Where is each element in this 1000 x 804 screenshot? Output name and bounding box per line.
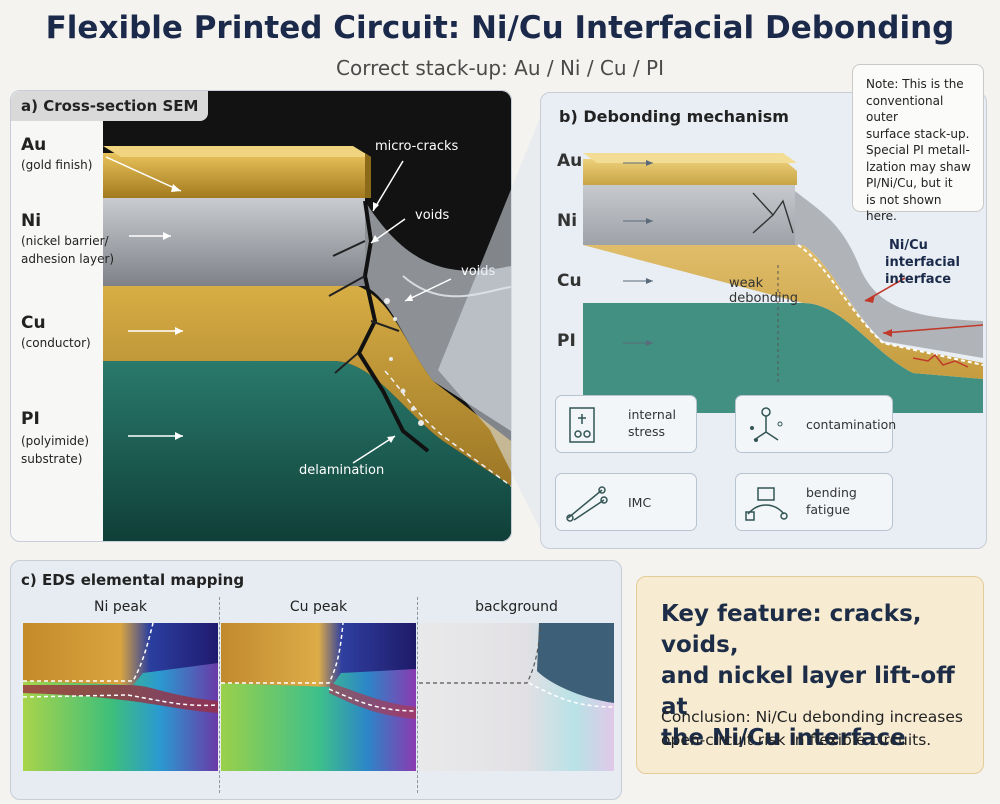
map-divider <box>219 597 220 793</box>
conclusion-text: Conclusion: Ni/Cu debonding increases op… <box>661 706 981 752</box>
eds-map-ni <box>23 623 218 771</box>
panel-b-title: b) Debonding mechanism <box>559 107 789 126</box>
key-line: Key feature: cracks, voids, <box>661 601 922 658</box>
map-label-background: background <box>475 599 558 615</box>
bending-icon <box>745 487 788 521</box>
factor-imc: IMC <box>555 473 697 531</box>
mechanism-diagram <box>583 153 983 413</box>
b-label-pi: PI <box>557 331 576 351</box>
layer-desc-ni-1: (nickel barrier/ <box>21 234 109 248</box>
factor-label-internal: internal <box>628 407 676 422</box>
layer-desc-au: (gold finish) <box>21 158 93 172</box>
factor-label-bending: bending <box>806 485 857 500</box>
page-title: Flexible Printed Circuit: Ni/Cu Interfac… <box>45 10 955 46</box>
interface-label-3: interface <box>885 272 952 287</box>
layer-label-pi: PI <box>21 409 40 429</box>
factor-label-contamination: contamination <box>806 417 897 432</box>
panel-c-title: c) EDS elemental mapping <box>21 571 245 589</box>
layer-label-ni: Ni <box>21 211 42 231</box>
note-line: lzation may shaw <box>866 159 971 174</box>
factor-internal-stress: internal stress <box>555 395 697 453</box>
note-line: Special PI metall- <box>866 143 970 157</box>
note-line: conventional outer <box>866 93 944 125</box>
page-subtitle: Correct stack-up: Au / Ni / Cu / PI <box>336 56 664 80</box>
factor-label-imc: IMC <box>628 495 652 510</box>
map-label-ni: Ni peak <box>94 599 147 615</box>
factor-contamination: contamination <box>735 395 897 453</box>
note-line: PI/Ni/Cu, but it <box>866 176 953 190</box>
map-label-cu: Cu peak <box>289 599 348 615</box>
zoom-connector <box>438 98 548 545</box>
factor-label-fatigue: fatigue <box>806 502 850 517</box>
note-line: surface stack-up. <box>866 126 970 141</box>
layer-label-au: Au <box>21 135 47 155</box>
eds-map-cu <box>221 623 416 771</box>
weak-debonding-label-2: debonding <box>729 291 799 306</box>
voids-annotation-1: voids <box>415 208 450 223</box>
layer-desc-cu: (conductor) <box>21 336 91 350</box>
panel-a-leader-arrows <box>105 156 182 240</box>
conclusion-line: Conclusion: Ni/Cu debonding increases <box>661 708 963 726</box>
imc-icon <box>566 486 608 522</box>
stress-icon <box>569 407 595 443</box>
map-divider <box>417 597 418 793</box>
cross-section-panel: micro-cracks voids voids delamination a)… <box>10 90 512 542</box>
microcracks-annotation: micro-cracks <box>375 139 459 154</box>
note-line: is not shown here. <box>866 192 942 224</box>
b-label-au: Au <box>557 151 583 171</box>
layer-desc-ni-2: adhesion layer) <box>21 252 115 266</box>
note-line: Note: This is the <box>866 77 964 91</box>
interface-label-1: Ni/Cu <box>889 238 928 253</box>
weak-debonding-label-1: weak <box>729 276 764 291</box>
note-box: Note: This is the conventional outer sur… <box>852 64 984 223</box>
eds-mapping-panel: c) EDS elemental mapping Ni peak Cu peak… <box>10 560 622 800</box>
delamination-annotation: delamination <box>299 463 385 478</box>
key-line: the Ni/Cu interface <box>661 725 906 751</box>
interface-label-2: interfacial <box>885 255 960 270</box>
factor-bending-fatigue: bending fatigue <box>735 473 893 531</box>
eds-map-background <box>419 623 614 771</box>
key-feature-text: Key feature: cracks, voids, and nickel l… <box>661 599 971 754</box>
layer-desc-pi-1: (polyimide) <box>21 434 90 448</box>
mechanism-panel: b) Debonding mechanism Au Ni Cu PI weak … <box>540 92 987 549</box>
layer-desc-pi-2: substrate) <box>21 452 83 466</box>
factor-label-stress: stress <box>628 424 665 439</box>
contamination-icon <box>750 407 783 442</box>
sem-image: micro-cracks voids voids delamination <box>103 91 511 541</box>
b-label-cu: Cu <box>557 271 582 291</box>
key-line: and nickel layer lift-off at <box>661 663 955 720</box>
conclusion-line: open-circuit risk in flexible circuits. <box>661 731 932 749</box>
key-feature-box: Key feature: cracks, voids, and nickel l… <box>636 576 984 774</box>
panel-a-title: a) Cross-section SEM <box>11 91 209 121</box>
layer-label-cu: Cu <box>21 313 46 333</box>
b-label-ni: Ni <box>557 211 578 231</box>
